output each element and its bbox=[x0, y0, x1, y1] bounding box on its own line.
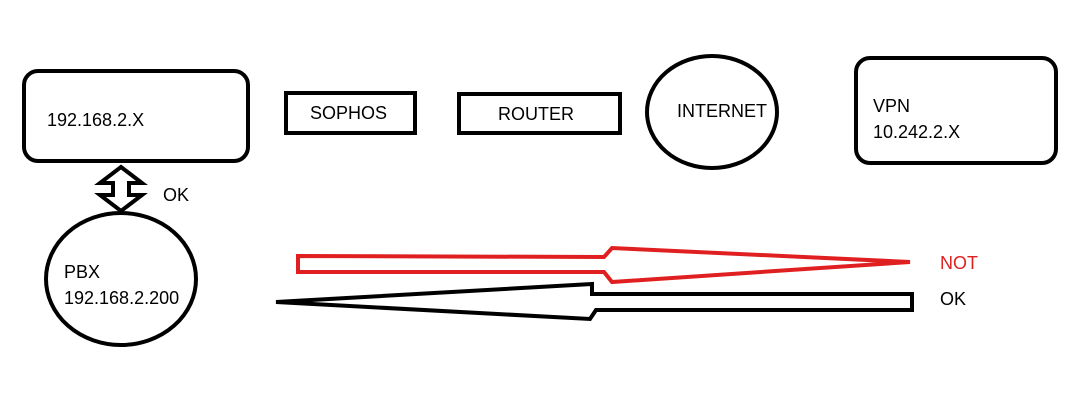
vpn-label-line1: VPN bbox=[873, 96, 911, 116]
internet-label: INTERNET bbox=[677, 101, 767, 121]
lan-pbx-double-arrow bbox=[94, 164, 148, 214]
router-label: ROUTER bbox=[498, 104, 574, 124]
vpn-box bbox=[854, 56, 1058, 165]
black-link-status: OK bbox=[940, 289, 967, 309]
red-arrow bbox=[296, 245, 911, 285]
sophos-label: SOPHOS bbox=[310, 103, 388, 123]
red-link-status: NOT bbox=[940, 253, 978, 273]
lan-box bbox=[22, 69, 250, 163]
router-box bbox=[457, 92, 622, 135]
lan-label: 192.168.2.X bbox=[47, 110, 145, 130]
lan-pbx-status: OK bbox=[163, 185, 190, 205]
internet-ellipse bbox=[645, 54, 779, 170]
pbx-label-line2: 192.168.2.200 bbox=[64, 288, 180, 308]
sophos-box bbox=[284, 91, 417, 135]
vpn-label-line2: 10.242.2.X bbox=[873, 122, 961, 142]
black-arrow bbox=[275, 281, 914, 322]
pbx-label-line1: PBX bbox=[64, 262, 101, 282]
